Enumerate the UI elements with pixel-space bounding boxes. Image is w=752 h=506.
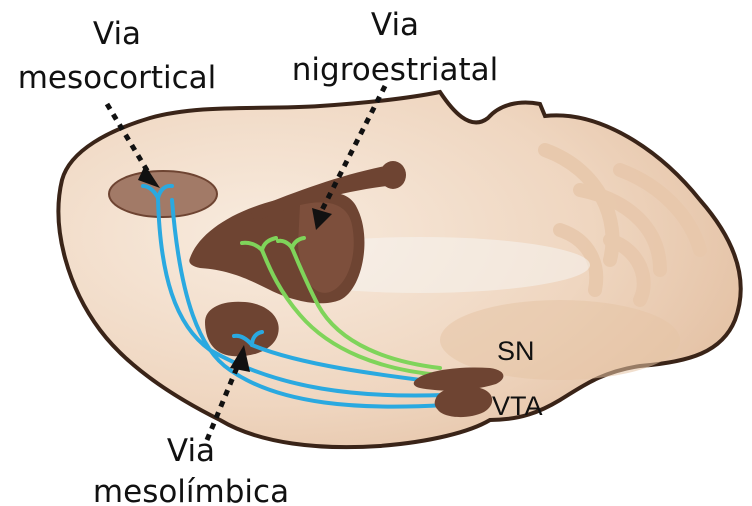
sn-label: SN (497, 336, 535, 366)
mesocortical-label-line1: Via (93, 16, 141, 52)
striatum-tail-head (380, 161, 406, 189)
nigrostriatal-label-line2: nigroestriatal (292, 52, 498, 88)
mesolimbic-label-line2: mesolímbica (93, 474, 289, 506)
prefrontal-cortex-nucleus (109, 171, 217, 217)
mesocortical-label-line2: mesocortical (18, 60, 217, 96)
nigrostriatal-label-line1: Via (371, 7, 419, 43)
mesolimbic-label-line1: Via (167, 433, 215, 469)
vta-label: VTA (492, 391, 543, 421)
